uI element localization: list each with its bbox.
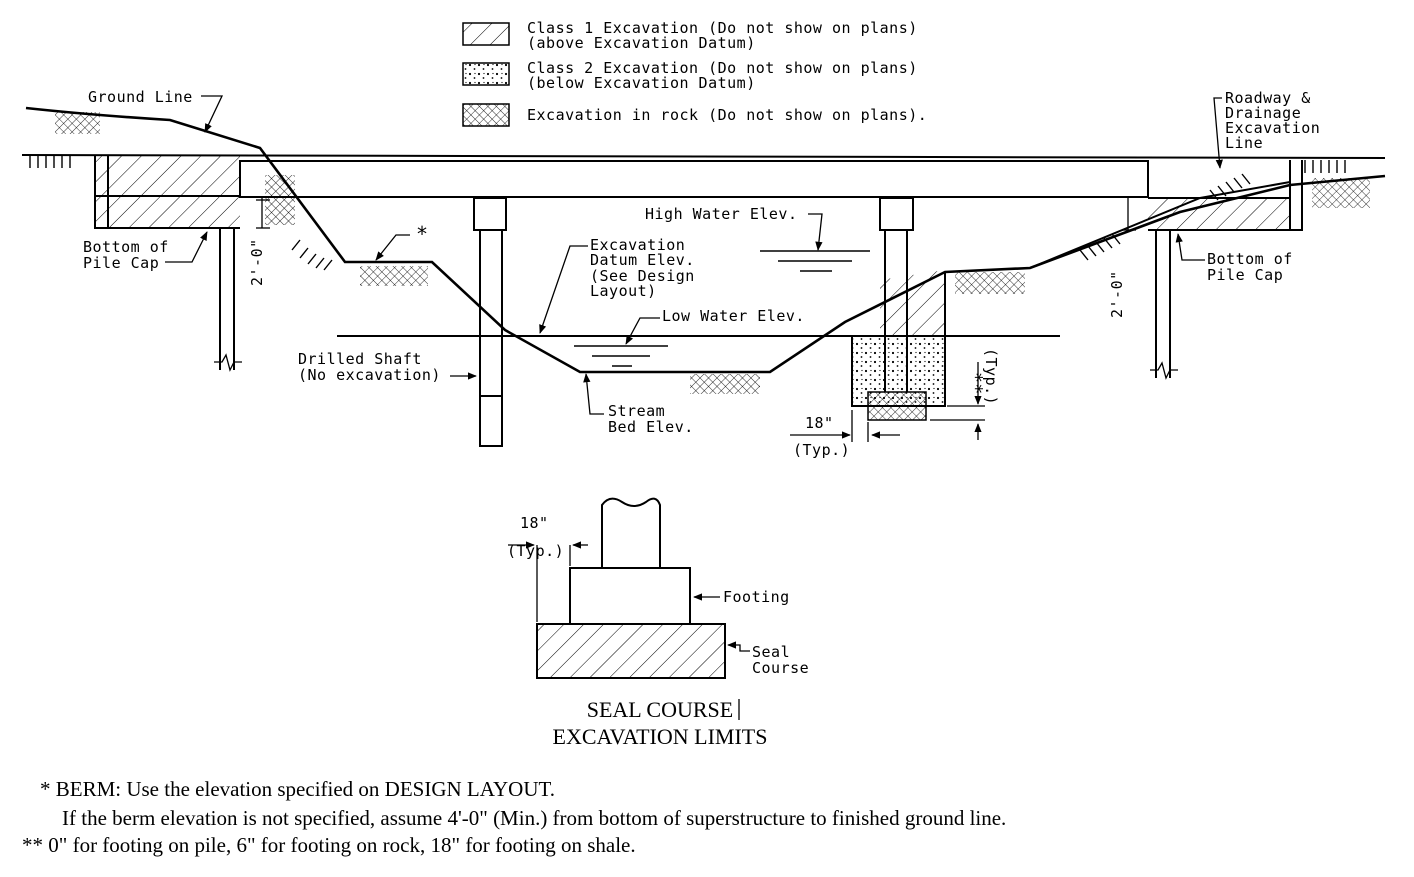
roadway-label-3: Excavation — [1225, 119, 1320, 137]
note-line-1: * BERM: Use the elevation specified on D… — [40, 777, 555, 801]
detail-seal-label-2: Course — [752, 659, 809, 677]
detail-title-1: SEAL COURSE — [587, 697, 733, 722]
pier-footing — [851, 197, 946, 421]
detail-title-2: EXCAVATION LIMITS — [553, 724, 768, 749]
bottom-pile-cap-left-1: Bottom of — [83, 238, 169, 256]
legend-class1-line1: Class 1 Excavation (Do not show on plans… — [527, 19, 918, 37]
leaders — [165, 95, 1223, 442]
detail-dim-typ: (Typ.) — [507, 542, 564, 560]
berm-star: * — [416, 222, 429, 246]
dim-typ-main: (Typ.) — [793, 441, 850, 459]
excavation-datum-4: Layout) — [590, 282, 657, 300]
high-water-label: High Water Elev. — [645, 205, 798, 223]
water-symbols — [574, 250, 870, 367]
note-line-2: If the berm elevation is not specified, … — [62, 806, 1006, 830]
legend-rock-text: Excavation in rock (Do not show on plans… — [527, 106, 927, 124]
typ-vertical: (Typ.) — [982, 348, 1000, 405]
two-ft-left-label: 2'-0" — [248, 238, 266, 286]
legend-class1-swatch — [462, 22, 510, 46]
roadway-label-4: Line — [1225, 134, 1263, 152]
legend-class1-line2: (above Excavation Datum) — [527, 34, 756, 52]
bottom-pile-cap-right-1: Bottom of — [1207, 250, 1293, 268]
two-ft-right-label: 2'-0" — [1108, 270, 1126, 318]
seal-course-detail: 18" (Typ.) Footing Seal Course SEAL COUR… — [507, 497, 809, 749]
right-abutment — [1148, 160, 1303, 380]
detail-dim-18: 18" — [520, 514, 549, 532]
double-star: ** — [965, 372, 986, 395]
legend-rock-swatch — [462, 103, 510, 127]
notes: * BERM: Use the elevation specified on D… — [22, 777, 1006, 857]
bottom-pile-cap-left-2: Pile Cap — [83, 254, 159, 272]
low-water-label: Low Water Elev. — [662, 307, 805, 325]
legend-class2-line2: (below Excavation Datum) — [527, 74, 756, 92]
detail-seal-label-1: Seal — [752, 643, 790, 661]
ground-line-label: Ground Line — [88, 88, 193, 106]
drilled-shaft — [473, 197, 507, 447]
detail-footing-label: Footing — [723, 588, 790, 606]
stream-bed-1: Stream — [608, 402, 665, 420]
legend: Class 1 Excavation (Do not show on plans… — [462, 19, 927, 127]
roadway-label-2: Drainage — [1225, 104, 1301, 122]
bottom-pile-cap-right-2: Pile Cap — [1207, 266, 1283, 284]
stream-bed-2: Bed Elev. — [608, 418, 694, 436]
main-labels: Ground Line Roadway & Drainage Excavatio… — [83, 88, 1320, 459]
dim-18-main: 18" — [805, 414, 834, 432]
legend-class2-swatch — [462, 62, 510, 86]
note-line-3: ** 0" for footing on pile, 6" for footin… — [22, 833, 636, 857]
drilled-shaft-1: Drilled Shaft — [298, 350, 422, 368]
legend-class2-line1: Class 2 Excavation (Do not show on plans… — [527, 59, 918, 77]
excavation-datum-1: Excavation — [590, 236, 685, 254]
excavation-datum-3: (See Design — [590, 267, 695, 285]
excavation-datum-2: Datum Elev. — [590, 251, 695, 269]
drilled-shaft-2: (No excavation) — [298, 366, 441, 384]
roadway-label-1: Roadway & — [1225, 89, 1311, 107]
